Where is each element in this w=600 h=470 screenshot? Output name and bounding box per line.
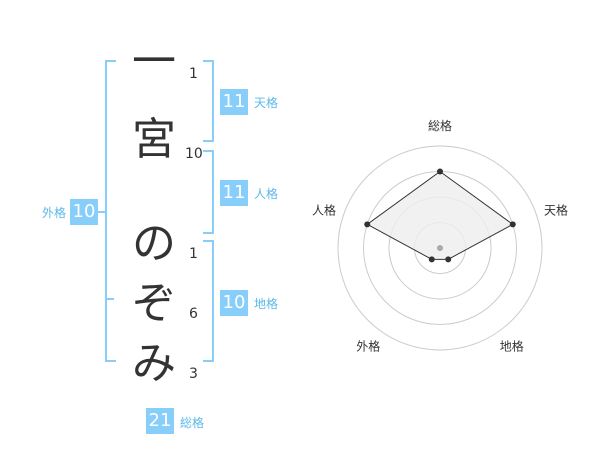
gaikaku-value: 10 (70, 199, 98, 225)
radar-label-5: 人格 (312, 202, 336, 217)
jinkaku-value: 11 (220, 180, 248, 206)
soukaku-label: 総格 (180, 416, 205, 430)
soukaku-value: 21 (146, 408, 174, 434)
radar-center-dot (437, 245, 443, 251)
radar-ring-4 (337, 145, 543, 351)
radar-label-3: 地格 (500, 339, 524, 354)
name-char-3: の (132, 218, 176, 269)
radar-points (364, 168, 516, 263)
tenkaku-value: 11 (220, 89, 248, 115)
radar-point-5 (364, 221, 371, 228)
stroke-count-3: 1 (189, 246, 198, 262)
chikaku-value: 10 (220, 290, 248, 316)
jinkaku-bracket (203, 150, 214, 234)
name-char-1: 一 (132, 36, 176, 87)
radar-point-4 (428, 256, 435, 263)
radar-label-4: 外格 (356, 339, 380, 354)
gaikaku-connector (96, 211, 105, 213)
radar-label-2: 天格 (544, 202, 568, 217)
radar-point-3 (445, 256, 452, 263)
name-char-5: み (132, 338, 176, 389)
tenkaku-bracket (203, 60, 214, 142)
radar-area (366, 170, 514, 260)
radar-point-2 (509, 221, 516, 228)
stroke-count-1: 1 (189, 66, 198, 82)
gaikaku-bracket (105, 60, 116, 362)
stroke-count-4: 6 (189, 306, 198, 322)
radar-point-1 (437, 168, 443, 175)
gaikaku-bracket-mid (105, 298, 114, 300)
chikaku-label: 地格 (254, 297, 279, 311)
name-char-4: ぞ (132, 278, 176, 329)
jinkaku-label: 人格 (254, 187, 279, 201)
stroke-count-2: 10 (185, 146, 203, 162)
tenkaku-label: 天格 (254, 96, 279, 110)
stroke-count-5: 3 (189, 366, 198, 382)
radar-label-1: 総格 (428, 118, 452, 133)
name-char-2: 宮 (132, 114, 176, 165)
gaikaku-label: 外格 (42, 206, 67, 220)
chikaku-bracket (203, 240, 214, 362)
